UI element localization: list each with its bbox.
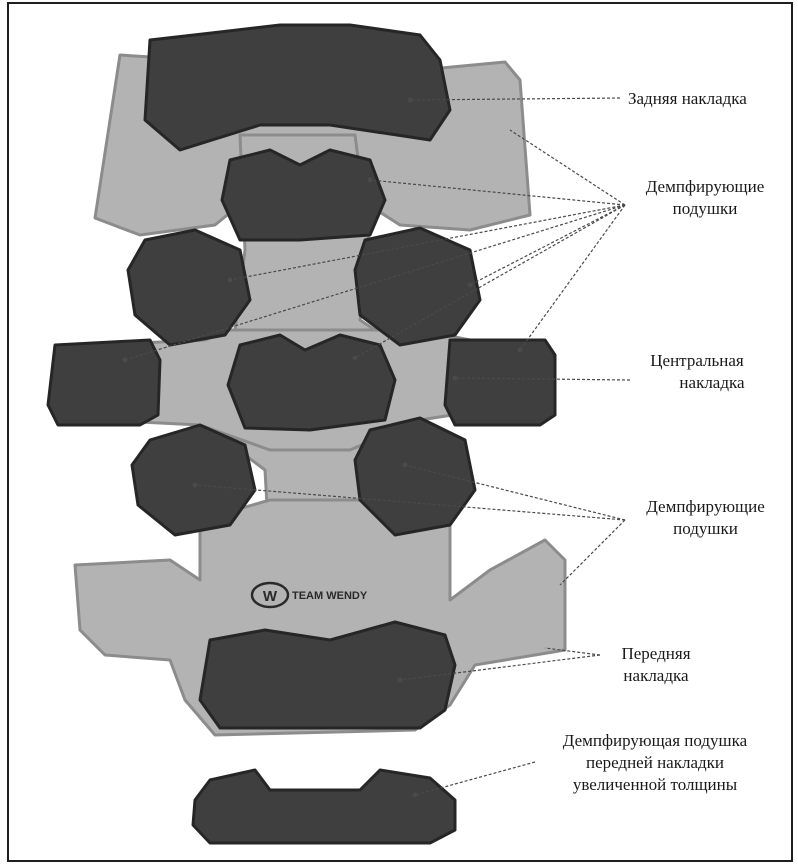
label-damping-top-line2: подушки <box>630 198 780 220</box>
side-pad-left <box>48 340 160 425</box>
label-central-pad-line1: Центральная <box>632 350 762 372</box>
label-damping-top: Демпфирующие подушки <box>630 176 780 220</box>
arrow-tip-central <box>453 376 458 381</box>
hex-pad-center <box>228 335 395 430</box>
arrow-tip-front-thick <box>413 793 418 798</box>
label-front-thick: Демпфирующая подушка передней накладки у… <box>540 730 770 796</box>
label-front-pad-line2: накладка <box>600 665 712 687</box>
label-front-thick-line3: увеличенной толщины <box>540 774 770 796</box>
arrow-tip-lower-left <box>193 483 198 488</box>
arrow-tip-side-right <box>518 348 523 353</box>
label-damping-bottom-line1: Демпфирующие <box>628 496 783 518</box>
label-rear-pad-text: Задняя накладка <box>628 88 747 110</box>
label-rear-pad: Задняя накладка <box>628 88 747 110</box>
logo-text: TEAM WENDY <box>292 590 368 602</box>
side-pad-right <box>445 340 555 425</box>
arrow-tip-center <box>353 356 358 361</box>
label-damping-bottom-line2: подушки <box>628 518 783 540</box>
arrow-tip-rear <box>408 98 413 103</box>
label-front-thick-line2: передней накладки <box>540 752 770 774</box>
arrow-tip-upper-right <box>468 283 473 288</box>
arrow-tip-top-center <box>368 178 373 183</box>
label-central-pad-line2: накладка <box>632 372 762 394</box>
label-damping-top-line1: Демпфирующие <box>630 176 780 198</box>
arrow-tip-upper-left <box>228 278 233 283</box>
label-damping-bottom: Демпфирующие подушки <box>628 496 783 540</box>
logo-letter: W <box>263 588 278 605</box>
hex-pad-top-center <box>222 150 385 240</box>
arrow-tip-front-damping <box>398 678 403 683</box>
label-front-pad-line1: Передняя <box>600 643 712 665</box>
label-front-pad: Передняя накладка <box>600 643 712 687</box>
arrow-tip-side-left <box>123 358 128 363</box>
label-central-pad: Центральная накладка <box>632 350 762 394</box>
label-front-thick-line1: Демпфирующая подушка <box>540 730 770 752</box>
arrow-tip-lower-right <box>403 463 408 468</box>
